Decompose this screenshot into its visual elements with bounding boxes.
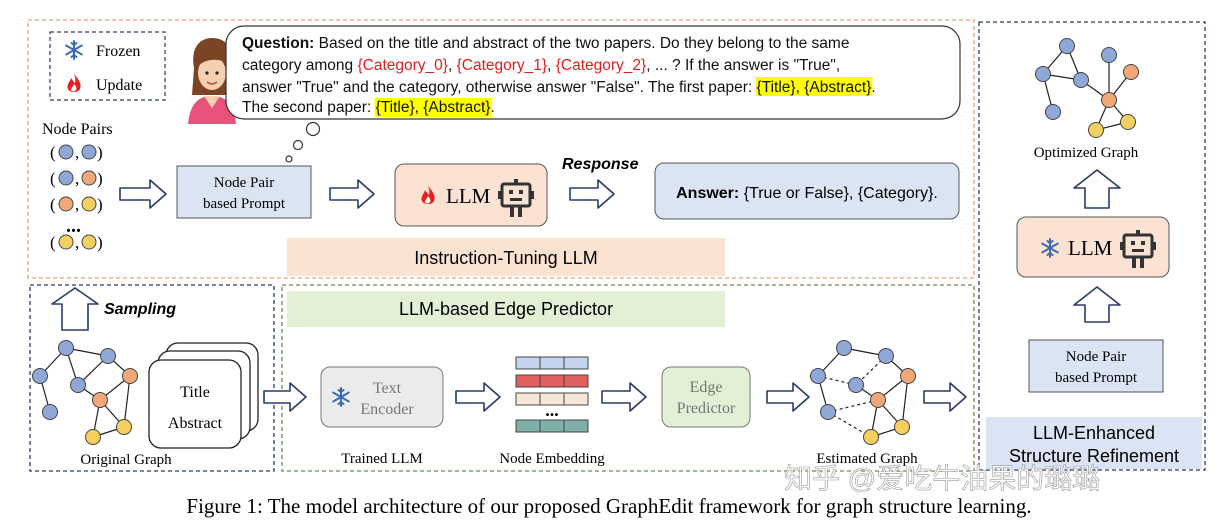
llm-frozen-label: LLM <box>1068 236 1113 260</box>
node-pair-prompt-right-box <box>1028 339 1164 393</box>
doc-abstract: Abstract <box>168 415 223 432</box>
original-graph-label: Original Graph <box>80 452 172 468</box>
question-line-2: category among {Category_0}, {Category_1… <box>242 57 840 74</box>
instruction-tuning-banner <box>287 238 725 276</box>
refinement-line-1: LLM-Enhanced <box>1033 423 1155 443</box>
hollow-arrow-icon <box>263 382 307 412</box>
edge-predictor-line-1: Edge <box>690 379 723 396</box>
estimated-graph <box>810 340 916 445</box>
refinement-region-border <box>978 21 1206 471</box>
hollow-arrow-icon <box>601 382 647 412</box>
prompt-right-line-1: Node Pair <box>1066 349 1126 365</box>
highlight-first-paper <box>755 77 873 96</box>
edge-predictor-banner <box>287 291 725 327</box>
document-stack <box>148 342 259 449</box>
hollow-arrow-icon <box>51 287 99 331</box>
hollow-arrow-icon <box>455 382 501 412</box>
llm-frozen-box <box>1016 216 1170 278</box>
svg-text:,: , <box>75 169 79 188</box>
edge-predictor-region-border <box>281 284 975 472</box>
doc-title: Title <box>180 384 210 401</box>
svg-text:,: , <box>75 195 79 214</box>
highlight-second-paper <box>374 98 492 117</box>
optimized-graph-label: Optimized Graph <box>1034 145 1139 161</box>
svg-text:): ) <box>97 195 103 214</box>
embedding-row <box>515 374 589 388</box>
node-pair: (,) <box>50 233 103 252</box>
trained-llm-label: Trained LLM <box>341 451 423 467</box>
embedding-ellipsis: ... <box>545 400 559 420</box>
node-pair: (,) <box>50 195 103 214</box>
hollow-arrow-icon <box>569 179 615 209</box>
embedding-row <box>515 392 589 406</box>
prompt-line-2: based Prompt <box>203 196 286 212</box>
refinement-line-2: Structure Refinement <box>1009 446 1179 466</box>
hollow-arrow-icon <box>923 382 967 412</box>
hollow-arrow-icon <box>329 179 375 209</box>
hollow-arrow-icon <box>119 179 167 209</box>
node-embedding <box>515 356 589 433</box>
hollow-arrow-icon <box>1073 169 1121 209</box>
prompt-line-1: Node Pair <box>214 175 274 191</box>
refinement-banner <box>986 417 1202 469</box>
text-encoder-box <box>320 366 444 428</box>
legend-update-label: Update <box>96 77 142 94</box>
edge-predictor-box <box>661 366 751 428</box>
node-embedding-label: Node Embedding <box>499 451 605 467</box>
svg-text:): ) <box>97 143 103 162</box>
watermark: 知乎 @爱吃牛油果的璐璐 <box>784 463 1100 494</box>
answer-text: Answer: {True or False}, {Category}. <box>676 185 938 202</box>
embedding-row <box>515 356 589 370</box>
answer-box <box>654 162 960 220</box>
embedding-row <box>515 419 589 433</box>
text-encoder-line-1: Text <box>373 380 402 397</box>
edge-predictor-region-label: LLM-based Edge Predictor <box>399 299 613 319</box>
node-pairs-label: Node Pairs <box>42 121 113 138</box>
svg-text:(: ( <box>50 233 56 252</box>
llm-label: LLM <box>446 184 491 208</box>
svg-text:): ) <box>97 233 103 252</box>
svg-text:,: , <box>75 143 79 162</box>
edge-predictor-line-2: Predictor <box>677 400 736 417</box>
optimized-graph <box>1035 38 1139 138</box>
figure-caption: Figure 1: The model architecture of our … <box>186 494 1031 518</box>
question-line-1: Question: Based on the title and abstrac… <box>242 35 849 52</box>
svg-text:,: , <box>75 233 79 252</box>
sampling-region-border <box>29 284 275 472</box>
svg-text:(: ( <box>50 169 56 188</box>
node-pairs-ellipsis: ... <box>66 215 81 237</box>
llm-update-box <box>394 163 548 227</box>
prompt-right-line-2: based Prompt <box>1055 370 1138 386</box>
hollow-arrow-icon <box>766 382 810 412</box>
node-pairs-list: (,) (,) (,) ... (,) <box>50 143 103 252</box>
original-graph <box>32 340 138 445</box>
question-line-4: The second paper: {Title}, {Abstract}. <box>242 99 495 116</box>
legend-frozen-label: Frozen <box>96 43 140 60</box>
instruction-region-border <box>27 19 975 279</box>
response-label: Response <box>562 156 639 173</box>
instruction-tuning-label: Instruction-Tuning LLM <box>414 248 597 268</box>
estimated-graph-label: Estimated Graph <box>816 451 918 467</box>
node-pair-prompt-box <box>176 165 312 219</box>
question-line-3: answer "True" and the category, otherwis… <box>242 79 876 96</box>
sampling-label: Sampling <box>104 301 176 318</box>
node-pair: (,) <box>50 143 103 162</box>
svg-text:): ) <box>97 169 103 188</box>
text-encoder-line-2: Encoder <box>360 401 414 418</box>
node-pair: (,) <box>50 169 103 188</box>
svg-text:(: ( <box>50 143 56 162</box>
svg-text:(: ( <box>50 195 56 214</box>
thought-bubble-icon <box>285 121 321 163</box>
hollow-arrow-icon <box>1073 286 1121 323</box>
